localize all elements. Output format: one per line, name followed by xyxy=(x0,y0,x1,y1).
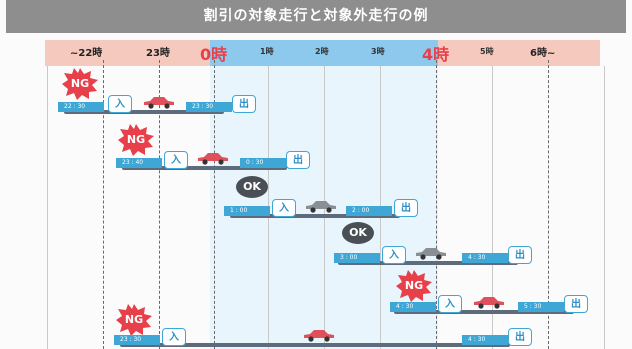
entry-time-bar: 23 : 30 xyxy=(114,335,160,345)
entry-time-bar: 4 : 30 xyxy=(390,302,436,312)
time-label-3: 3時 xyxy=(371,47,385,56)
exit-time-bar: 4 : 30 xyxy=(462,253,508,263)
car-icon xyxy=(144,97,174,109)
exit-time-bar: 0 : 30 xyxy=(240,158,286,168)
exit-time: 0 : 30 xyxy=(246,159,264,166)
time-label-22: ~22時 xyxy=(70,48,103,59)
exit-tag: 出 xyxy=(508,246,532,264)
ng-badge: NG xyxy=(396,270,432,302)
diagram-title: 割引の対象走行と対象外走行の例 xyxy=(6,0,626,33)
trip-road xyxy=(338,261,518,265)
exit-time-bar: 23 : 30 xyxy=(186,102,232,112)
ng-label: NG xyxy=(70,77,90,90)
time-label-6: 6時~ xyxy=(530,48,556,59)
ng-burst-icon xyxy=(116,304,152,336)
entry-time: 23 : 40 xyxy=(122,159,144,166)
entry-tag: 入 xyxy=(382,246,406,264)
car-icon xyxy=(304,330,334,342)
ng-burst-icon xyxy=(62,68,98,100)
ng-badge: NG xyxy=(116,304,152,336)
ng-badge: NG xyxy=(118,124,154,156)
exit-time: 4 : 30 xyxy=(468,254,486,261)
ng-burst-icon xyxy=(118,124,154,156)
car-icon xyxy=(198,153,228,165)
discount-period-header xyxy=(210,40,438,66)
exit-tag: 出 xyxy=(286,151,310,169)
entry-tag: 入 xyxy=(438,295,462,313)
ng-badge: NG xyxy=(62,68,98,100)
entry-time: 3 : 00 xyxy=(340,254,358,261)
exit-tag: 出 xyxy=(564,295,588,313)
trip-road xyxy=(64,110,224,114)
entry-time: 4 : 30 xyxy=(396,303,414,310)
time-label-5: 5時 xyxy=(480,47,494,56)
ok-badge: OK xyxy=(342,222,374,244)
entry-tag: 入 xyxy=(162,328,186,346)
car-icon xyxy=(306,201,336,213)
entry-time-bar: 23 : 40 xyxy=(116,158,162,168)
exit-tag: 出 xyxy=(232,95,256,113)
entry-time: 23 : 30 xyxy=(120,336,142,343)
ng-label: NG xyxy=(404,279,424,292)
exit-time: 2 : 00 xyxy=(352,207,370,214)
entry-time: 22 : 30 xyxy=(64,103,86,110)
exit-time: 4 : 30 xyxy=(468,336,486,343)
car-icon xyxy=(416,248,446,260)
hour-guide-6 xyxy=(548,60,549,349)
car-icon xyxy=(474,297,504,309)
hour-guide-23 xyxy=(159,60,160,349)
hour-guide-22 xyxy=(103,60,104,349)
grid-line xyxy=(604,66,605,349)
exit-time: 5 : 30 xyxy=(524,303,542,310)
trip-road xyxy=(394,310,574,314)
entry-time: 1 : 00 xyxy=(230,207,248,214)
trip-road xyxy=(122,166,287,170)
ok-badge: OK xyxy=(236,176,268,198)
exit-time-bar: 2 : 00 xyxy=(346,206,392,216)
hour-guide-0 xyxy=(214,60,215,349)
time-label-4: 4時 xyxy=(422,45,450,64)
ng-label: NG xyxy=(124,313,144,326)
time-label-0: 0時 xyxy=(200,45,228,64)
exit-tag: 出 xyxy=(508,328,532,346)
exit-time: 23 : 30 xyxy=(192,103,214,110)
entry-time-bar: 22 : 30 xyxy=(58,102,104,112)
exit-time-bar: 5 : 30 xyxy=(518,302,564,312)
trip-road xyxy=(230,214,400,218)
time-label-1: 1時 xyxy=(260,47,274,56)
grid-line xyxy=(47,66,48,349)
ng-burst-icon xyxy=(396,270,432,302)
exit-time-bar: 4 : 30 xyxy=(462,335,508,345)
exit-tag: 出 xyxy=(394,199,418,217)
grid-line xyxy=(492,66,493,349)
time-label-23: 23時 xyxy=(146,48,170,59)
trip-road xyxy=(120,343,510,347)
entry-tag: 入 xyxy=(108,95,132,113)
entry-tag: 入 xyxy=(164,151,188,169)
hour-guide-4 xyxy=(436,60,437,349)
entry-time-bar: 3 : 00 xyxy=(334,253,380,263)
time-label-2: 2時 xyxy=(315,47,329,56)
entry-tag: 入 xyxy=(272,199,296,217)
entry-time-bar: 1 : 00 xyxy=(224,206,270,216)
ng-label: NG xyxy=(126,133,146,146)
